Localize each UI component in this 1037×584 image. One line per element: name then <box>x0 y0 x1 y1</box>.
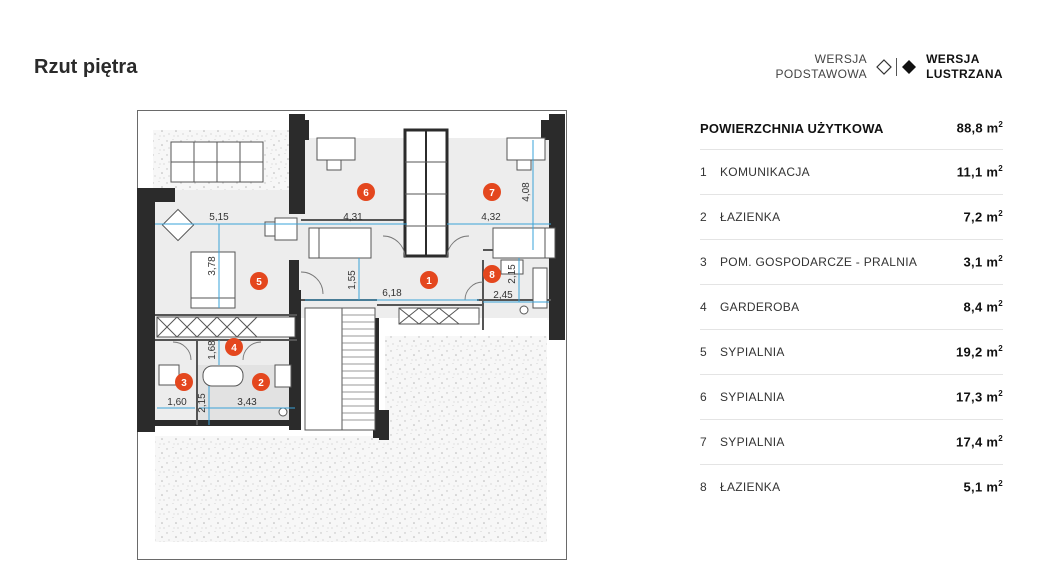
room-row: 8 ŁAZIENKA 5,1 m2 <box>700 465 1003 509</box>
room-area: 17,4 m2 <box>955 434 1003 450</box>
room-row: 6 SYPIALNIA 17,3 m2 <box>700 375 1003 420</box>
diamond-filled-icon[interactable] <box>900 58 918 76</box>
total-area-value: 88,8 m2 <box>956 120 1003 136</box>
room-number: 8 <box>700 480 707 494</box>
room-number: 3 <box>700 255 707 269</box>
terrace-right <box>385 336 547 440</box>
area-table: POWIERZCHNIA UŻYTKOWA 88,8 m2 1 KOMUNIKA… <box>700 107 1003 509</box>
terrace-bottom <box>155 436 547 542</box>
basic-version-label-line1: WERSJA <box>814 52 868 66</box>
room-row: 7 SYPIALNIA 17,4 m2 <box>700 420 1003 465</box>
basic-version-label-line2: PODSTAWOWA <box>775 67 868 81</box>
dimension-label: 2,15 <box>507 264 518 284</box>
room-marker-3: 3 <box>181 378 187 389</box>
room-marker-4-circle <box>225 338 243 356</box>
mirror-version-label-line2: LUSTRZANA <box>926 67 1003 81</box>
room-marker-6-circle <box>357 183 375 201</box>
dimension-label: 3,78 <box>207 256 218 276</box>
room-row: 1 KOMUNIKACJA 11,1 m2 <box>700 150 1003 195</box>
room-marker-5-circle <box>250 272 268 290</box>
room-name: SYPIALNIA <box>720 345 785 359</box>
room-number: 4 <box>700 300 707 314</box>
room-marker-6: 6 <box>363 188 369 199</box>
room-marker-7: 7 <box>489 188 495 199</box>
room-marker-1-circle <box>420 271 438 289</box>
room-area: 19,2 m2 <box>955 344 1003 360</box>
room-name: ŁAZIENKA <box>720 210 781 224</box>
dimension-label: 4,32 <box>481 212 501 223</box>
room-number: 6 <box>700 390 707 404</box>
room-name: POM. GOSPODARCZE - PRALNIA <box>720 255 918 269</box>
floor-plan: 5,15 4,31 4,32 4,08 3,78 1,55 6,18 2,45 … <box>137 110 567 560</box>
dimension-label: 4,08 <box>521 182 532 202</box>
room-marker-2: 2 <box>258 378 264 389</box>
dimension-label: 5,15 <box>209 212 229 223</box>
room-marker-3-circle <box>175 373 193 391</box>
diamond-outline-icon[interactable] <box>875 58 893 76</box>
version-icons <box>875 58 918 76</box>
total-area-label: POWIERZCHNIA UŻYTKOWA <box>700 120 884 136</box>
room-marker-4: 4 <box>231 343 237 354</box>
room-row: 3 POM. GOSPODARCZE - PRALNIA 3,1 m2 <box>700 240 1003 285</box>
room-row: 5 SYPIALNIA 19,2 m2 <box>700 330 1003 375</box>
page-title: Rzut piętra <box>34 56 138 78</box>
room-marker-8-circle <box>483 265 501 283</box>
room-marker-1: 1 <box>426 276 432 287</box>
room-area: 7,2 m2 <box>963 209 1003 225</box>
dimension-label: 2,15 <box>197 393 208 413</box>
room-name: ŁAZIENKA <box>720 480 781 494</box>
room-area: 3,1 m2 <box>963 254 1003 270</box>
room-number: 2 <box>700 210 707 224</box>
dimension-label: 3,43 <box>237 397 257 408</box>
dimension-label: 6,18 <box>382 288 402 299</box>
basic-version-option[interactable]: WERSJA PODSTAWOWA <box>776 52 868 82</box>
room-area: 5,1 m2 <box>963 479 1003 495</box>
room-number: 7 <box>700 435 707 449</box>
room-area: 8,4 m2 <box>963 299 1003 315</box>
room-row: 4 GARDEROBA 8,4 m2 <box>700 285 1003 330</box>
dimension-label: 1,55 <box>347 270 358 290</box>
room-area: 11,1 m2 <box>956 164 1003 180</box>
dimension-label: 4,31 <box>343 212 363 223</box>
total-area-row: POWIERZCHNIA UŻYTKOWA 88,8 m2 <box>700 107 1003 150</box>
room-marker-2-circle <box>252 373 270 391</box>
dimension-label: 2,45 <box>493 290 513 301</box>
room-area: 17,3 m2 <box>955 389 1003 405</box>
mirror-version-option[interactable]: WERSJA LUSTRZANA <box>926 52 1003 82</box>
room-name: SYPIALNIA <box>720 435 785 449</box>
version-switch: WERSJA PODSTAWOWA WERSJA LUSTRZANA <box>776 52 1004 82</box>
dimension-label: 1,68 <box>207 340 218 360</box>
room-name: GARDEROBA <box>720 300 800 314</box>
mirror-version-label-line1: WERSJA <box>926 52 980 66</box>
room-number: 5 <box>700 345 707 359</box>
version-separator <box>896 58 898 76</box>
room-name: KOMUNIKACJA <box>720 165 810 179</box>
room-row: 2 ŁAZIENKA 7,2 m2 <box>700 195 1003 240</box>
dimension-label: 1,60 <box>167 397 187 408</box>
room-marker-7-circle <box>483 183 501 201</box>
room-number: 1 <box>700 165 707 179</box>
room-marker-8: 8 <box>489 270 495 281</box>
room-marker-5: 5 <box>256 277 262 288</box>
room-name: SYPIALNIA <box>720 390 785 404</box>
